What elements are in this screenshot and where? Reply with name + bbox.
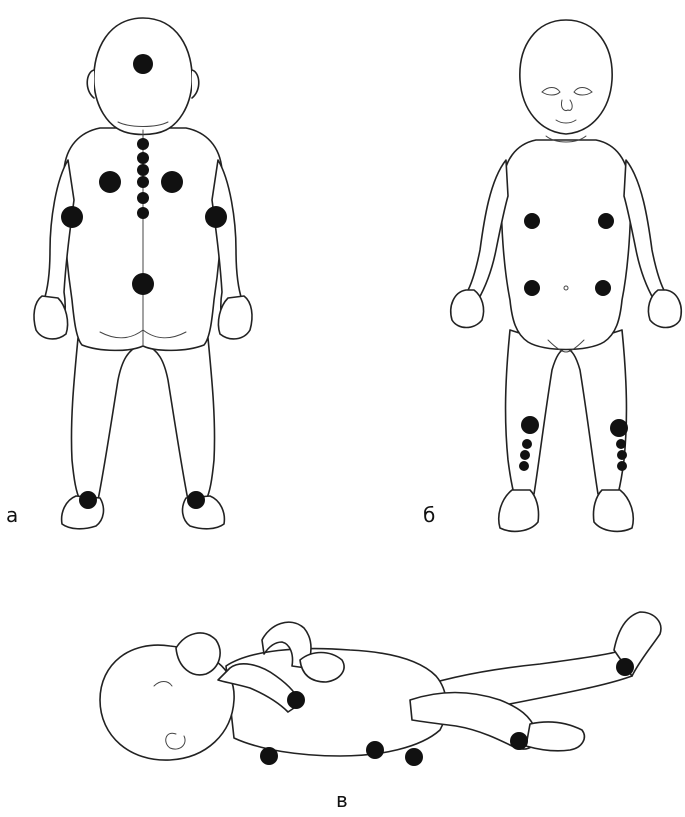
marker-back-spine-4 (137, 176, 149, 188)
front-torso (501, 140, 630, 350)
marker-back-right-scapula (161, 171, 183, 193)
marker-front-right-shin-1 (616, 439, 626, 449)
marker-back-spine-2 (137, 152, 149, 164)
front-right-foot (593, 490, 633, 531)
marker-lying-shoulder (260, 747, 278, 765)
figure-label-v: в (336, 790, 348, 810)
back-right-hand (218, 296, 252, 339)
marker-back-spine-5 (137, 192, 149, 204)
marker-front-left-shin-1 (522, 439, 532, 449)
marker-lying-hip-2 (405, 748, 423, 766)
front-left-hand (451, 290, 484, 328)
marker-back-spine-3 (137, 164, 149, 176)
marker-front-left-knee (521, 416, 539, 434)
marker-back-right-elbow (205, 206, 227, 228)
front-right-hand (648, 290, 681, 328)
marker-front-left-abdomen (524, 280, 540, 296)
marker-front-right-shin-3 (617, 461, 627, 471)
marker-back-sacrum (132, 273, 154, 295)
front-left-leg (506, 330, 566, 494)
figure-label-b: б (423, 505, 435, 525)
back-right-leg (146, 338, 215, 500)
marker-front-left-shin-2 (520, 450, 530, 460)
back-left-hand (34, 296, 68, 339)
marker-front-right-chest (598, 213, 614, 229)
front-right-leg (566, 330, 626, 494)
lying-bent-foot (526, 722, 584, 751)
marker-front-right-shin-2 (617, 450, 627, 460)
marker-back-right-heel (187, 491, 205, 509)
back-right-ear (192, 70, 199, 98)
lying-view-figure (100, 612, 661, 766)
marker-lying-knee (510, 732, 528, 750)
back-head (94, 18, 192, 135)
marker-back-left-scapula (99, 171, 121, 193)
marker-lying-heel (616, 658, 634, 676)
front-left-foot (499, 490, 539, 531)
marker-lying-hip-1 (366, 741, 384, 759)
marker-front-left-shin-3 (519, 461, 529, 471)
back-left-ear (87, 70, 94, 98)
marker-back-left-heel (79, 491, 97, 509)
front-head (520, 20, 612, 134)
back-view-figure (34, 18, 252, 529)
marker-back-head (133, 54, 153, 74)
marker-back-spine-1 (137, 138, 149, 150)
marker-back-left-elbow (61, 206, 83, 228)
back-left-leg (71, 338, 140, 500)
figure-label-a: а (6, 505, 18, 525)
marker-front-left-chest (524, 213, 540, 229)
front-view-figure (451, 20, 681, 531)
marker-front-right-abdomen (595, 280, 611, 296)
marker-back-spine-6 (137, 207, 149, 219)
marker-front-right-knee (610, 419, 628, 437)
marker-lying-elbow (287, 691, 305, 709)
